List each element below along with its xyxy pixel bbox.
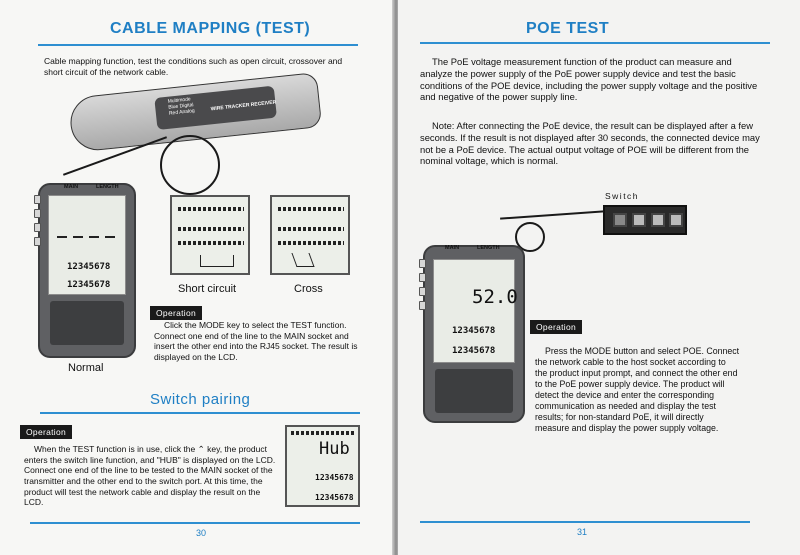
short-wire [200, 255, 234, 267]
book-gutter [392, 0, 400, 555]
side-tab [34, 209, 41, 218]
tester-device-poe: MAIN LENGTH 52.0 12345678 12345678 [419, 245, 525, 423]
switch-label: Switch [605, 191, 640, 201]
side-tab [34, 223, 41, 232]
switch-port [613, 213, 627, 227]
side-tab [419, 259, 426, 268]
poe-test-title: POE TEST [526, 20, 610, 37]
lcd-bar [178, 241, 244, 245]
length-label: LENGTH [477, 245, 500, 251]
short-circuit-lcd [170, 195, 250, 275]
operation-label-1: Operation [150, 306, 203, 320]
lcd-screen: 52.0 12345678 12345678 [433, 259, 518, 363]
operation-text-1: Click the MODE key to select the TEST fu… [154, 320, 358, 362]
side-tab [419, 273, 426, 282]
switch-port [632, 213, 646, 227]
length-label: LENGTH [96, 184, 119, 190]
lcd-bar [178, 227, 244, 231]
caption-normal: Normal [68, 362, 104, 374]
side-tab [419, 287, 426, 296]
side-tab [419, 301, 426, 310]
lcd-segment [57, 236, 67, 238]
hub-digits-bottom: 12345678 [315, 493, 354, 502]
lcd-digits-top: 12345678 [452, 326, 496, 336]
cable-mapping-title: CABLE MAPPING (TEST) [110, 20, 311, 37]
poe-cable-loop [515, 222, 545, 252]
lcd-bar [291, 431, 355, 435]
lcd-digits-bottom: 12345678 [452, 346, 496, 356]
hub-lcd: Hub 12345678 12345678 [285, 425, 360, 507]
switch-image [603, 205, 687, 235]
footer-rule [30, 522, 360, 524]
title-rule [38, 44, 358, 46]
poe-paragraph-1: The PoE voltage measurement function of … [420, 56, 758, 103]
device-keypad [50, 301, 124, 345]
lcd-screen: 12345678 12345678 [48, 195, 126, 295]
caption-cross: Cross [294, 283, 323, 295]
lcd-segment [105, 236, 115, 238]
main-label: MAIN [445, 245, 460, 251]
lcd-bar [278, 227, 344, 231]
operation-text-2: When the TEST function is in use, click … [24, 444, 276, 508]
switch-rule [40, 412, 360, 414]
switch-port [651, 213, 665, 227]
title-rule [420, 42, 770, 44]
footer-rule-right [420, 521, 750, 523]
operation-label-2: Operation [20, 425, 73, 439]
lcd-digits-top: 12345678 [67, 262, 111, 272]
cable-mapping-intro: Cable mapping function, test the conditi… [44, 56, 343, 77]
lcd-bar [278, 241, 344, 245]
tester-device-normal: MAIN LENGTH 12345678 12345678 [34, 183, 136, 358]
operation-text-poe: Press the MODE button and select POE. Co… [535, 346, 740, 433]
caption-short-circuit: Short circuit [178, 283, 237, 295]
lcd-segment [89, 236, 99, 238]
cross-lcd [270, 195, 350, 275]
switch-pairing-title: Switch pairing [150, 391, 251, 408]
switch-port [669, 213, 683, 227]
page-number-left: 30 [196, 528, 207, 538]
lcd-segment [73, 236, 83, 238]
main-label: MAIN [64, 184, 79, 190]
cross-wire [291, 253, 315, 267]
poe-paragraph-2: Note: After connecting the PoE device, t… [420, 120, 760, 167]
hub-digits-top: 12345678 [315, 473, 354, 482]
side-tab [34, 195, 41, 204]
side-tab [34, 237, 41, 246]
operation-label-poe: Operation [530, 320, 583, 334]
cable-loop [160, 135, 220, 195]
left-page: CABLE MAPPING (TEST) Cable mapping funct… [0, 0, 393, 555]
voltage-reading: 52.0 [472, 286, 518, 308]
hub-text: Hub [319, 439, 350, 459]
lcd-bar [278, 207, 344, 211]
lcd-bar [178, 207, 244, 211]
lcd-digits-bottom: 12345678 [67, 280, 111, 290]
receiver-brand-text: Multimode Blue Digital Red Analog [167, 96, 196, 117]
page-number-right: 31 [577, 527, 588, 537]
device-keypad [435, 369, 513, 413]
